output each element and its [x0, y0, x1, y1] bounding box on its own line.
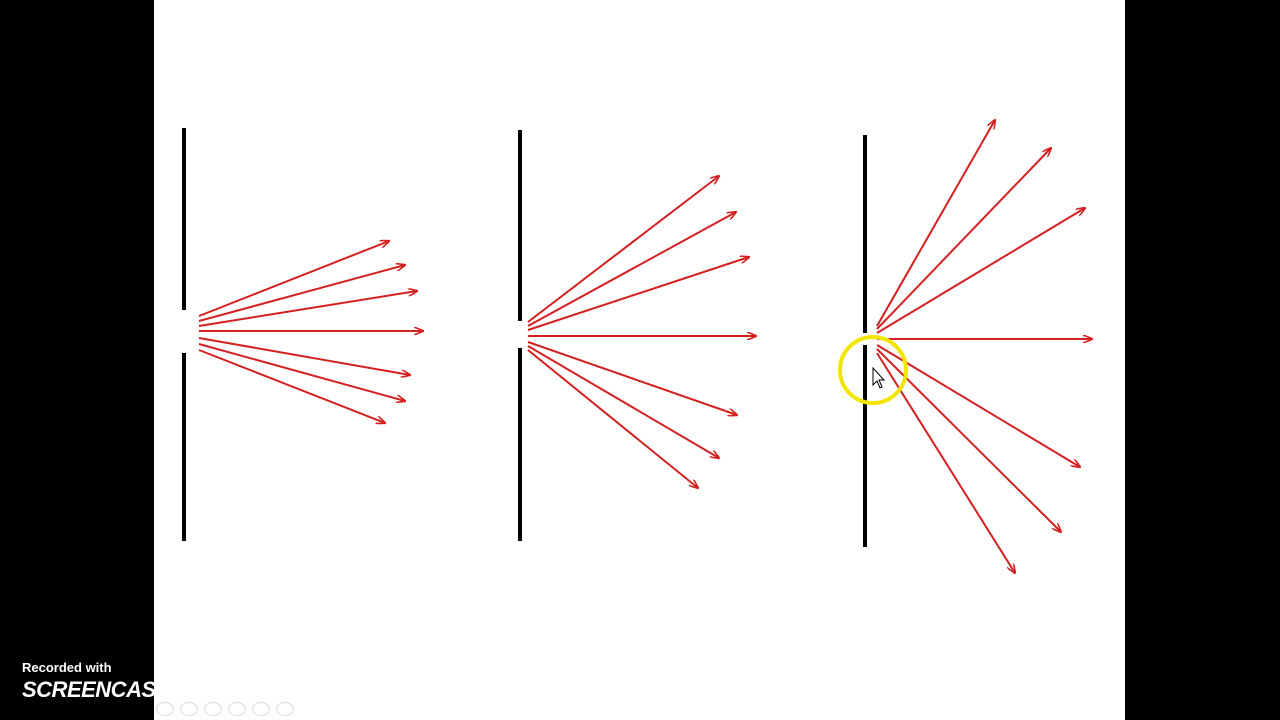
screencast-o-matic-logo-icon	[170, 678, 195, 702]
ray	[527, 212, 736, 327]
ray	[527, 345, 719, 458]
ray	[198, 291, 417, 327]
ray	[527, 349, 698, 488]
screencast-watermark: Recorded with SCREENCAST MATIC	[22, 660, 263, 703]
slide	[154, 0, 1125, 720]
control-icon	[180, 702, 198, 716]
recorded-with-label: Recorded with	[22, 660, 112, 675]
ray	[876, 344, 1080, 467]
ray	[876, 348, 1061, 532]
control-icon	[252, 702, 270, 716]
ray	[198, 241, 389, 317]
ray	[876, 120, 995, 327]
cursor-icon	[872, 366, 886, 389]
ray	[198, 265, 405, 322]
ray	[527, 341, 737, 415]
brand-left-text: SCREENCAST	[22, 677, 169, 702]
control-icon	[276, 702, 294, 716]
screencast-o-matic-logo: SCREENCAST MATIC	[22, 677, 263, 703]
faint-player-controls	[156, 702, 294, 716]
panel-wide-slit	[182, 128, 423, 541]
control-icon	[204, 702, 222, 716]
ray	[876, 208, 1085, 334]
cursor-highlight-ring	[838, 335, 908, 405]
brand-right-text: MATIC	[196, 677, 263, 702]
ray	[198, 343, 405, 401]
panel-narrow-slit	[863, 120, 1092, 573]
ray	[527, 257, 749, 331]
control-icon	[156, 702, 174, 716]
ray	[198, 337, 410, 375]
panel-medium-slit	[518, 130, 756, 541]
ray	[527, 176, 719, 323]
ray	[198, 349, 385, 423]
control-icon	[228, 702, 246, 716]
ray	[876, 148, 1051, 330]
